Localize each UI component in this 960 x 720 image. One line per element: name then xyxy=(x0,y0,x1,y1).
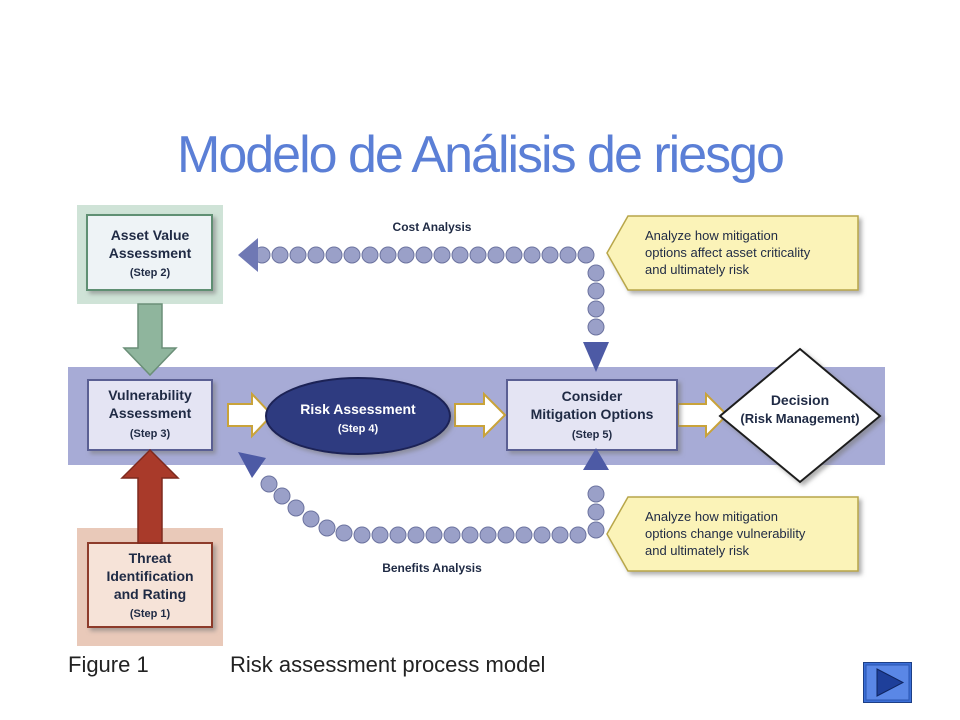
cost-arrowhead-down xyxy=(583,342,609,372)
arrow-mitigation-to-decision xyxy=(677,391,729,439)
benefits-arrowhead-left xyxy=(238,452,266,478)
mitigation-line1: Consider xyxy=(562,388,623,404)
play-next-icon xyxy=(876,668,905,697)
callout-bottom-line1: Analyze how mitigation xyxy=(645,509,778,524)
asset-value-box xyxy=(86,214,213,291)
callout-top-line3: and ultimately risk xyxy=(645,262,750,277)
decision-line1: Decision xyxy=(771,392,829,408)
benefits-arrowhead-up xyxy=(583,448,609,470)
benefits-analysis-label: Benefits Analysis xyxy=(382,561,482,575)
decision-diamond xyxy=(718,347,882,484)
risk-assessment-ellipse xyxy=(265,377,451,455)
cost-analysis-path xyxy=(253,246,605,336)
asset-step: (Step 2) xyxy=(130,267,171,279)
arrow-risk-to-mitigation xyxy=(454,391,507,439)
mitigation-box xyxy=(506,379,678,451)
callout-bottom-line2: options change vulnerability xyxy=(645,526,806,541)
callout-bottom xyxy=(606,496,859,572)
next-slide-button[interactable] xyxy=(863,662,912,703)
vulnerability-step: (Step 3) xyxy=(130,428,171,440)
asset-down-arrow xyxy=(122,303,178,377)
vulnerability-line2: Assessment xyxy=(109,405,192,421)
threat-step: (Step 1) xyxy=(130,608,171,620)
caption-text: Risk assessment process model xyxy=(230,652,545,677)
callout-bottom-line3: and ultimately risk xyxy=(645,543,750,558)
decision-line2: (Risk Management) xyxy=(740,411,859,426)
caption-figure: Figure 1 xyxy=(68,652,149,677)
threat-line3: and Rating xyxy=(114,586,186,602)
callout-top xyxy=(606,215,859,291)
cost-arrowhead-left xyxy=(238,238,258,272)
risk-step: (Step 4) xyxy=(338,423,379,435)
asset-line1: Asset Value xyxy=(111,227,190,243)
page-title: Modelo de Análisis de riesgo xyxy=(177,126,785,184)
cost-analysis-label: Cost Analysis xyxy=(393,220,472,234)
threat-line1: Threat xyxy=(129,550,172,566)
mitigation-line2: Mitigation Options xyxy=(531,406,654,422)
threat-line2: Identification xyxy=(106,568,193,584)
risk-line1: Risk Assessment xyxy=(300,401,416,417)
callout-top-line1: Analyze how mitigation xyxy=(645,228,778,243)
vulnerability-line1: Vulnerability xyxy=(108,387,192,403)
threat-up-arrow xyxy=(120,448,180,544)
asset-line2: Assessment xyxy=(109,245,192,261)
benefits-analysis-path xyxy=(260,475,605,544)
mitigation-step: (Step 5) xyxy=(572,429,613,441)
callout-top-line2: options affect asset criticality xyxy=(645,245,811,260)
arrow-vuln-to-risk xyxy=(227,391,274,439)
